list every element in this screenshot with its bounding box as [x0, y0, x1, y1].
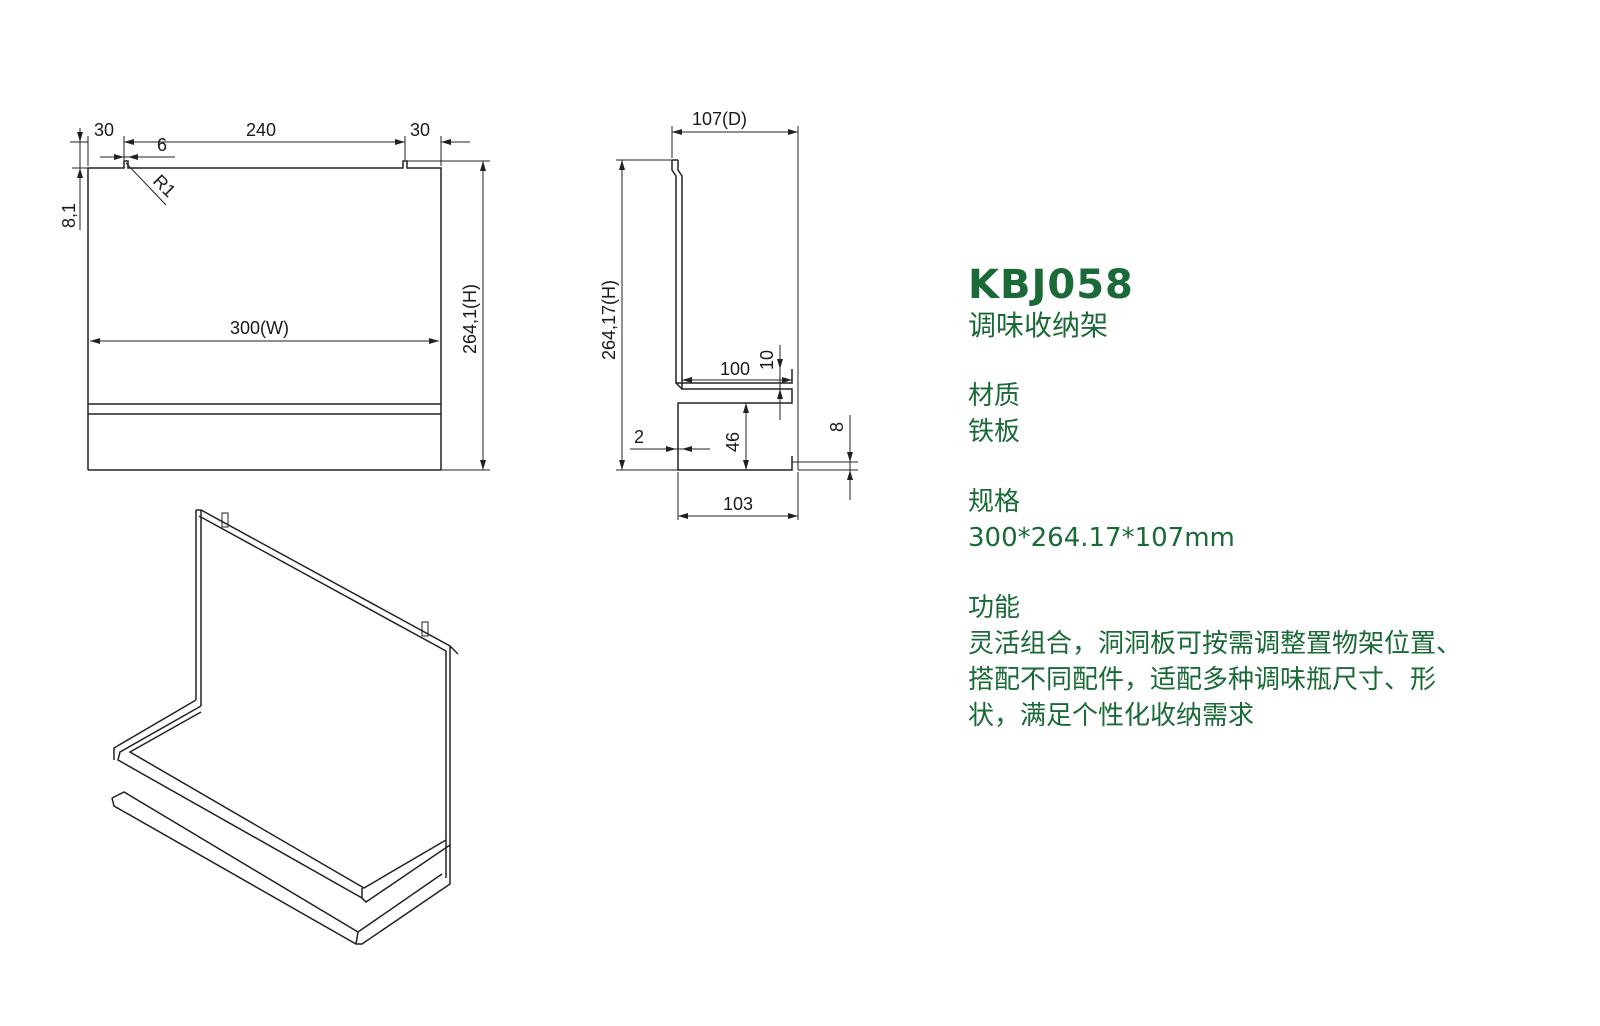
dim-hook-height: 8,1	[59, 203, 79, 228]
dim-top-right: 30	[410, 120, 430, 140]
dim-side-height: 264,17(H)	[599, 280, 619, 360]
dim-top-mid: 240	[246, 120, 276, 140]
function-line: 状，满足个性化收纳需求	[968, 701, 1255, 731]
size-label: 规格	[968, 487, 1021, 517]
front-view: 30 240 30 6 R1 8,1 300(W) 264,1(H)	[59, 120, 490, 471]
dim-foot: 8	[827, 422, 847, 432]
function-line: 搭配不同配件，适配多种调味瓶尺寸、形	[968, 665, 1437, 695]
size-value: 300*264.17*107mm	[968, 523, 1235, 553]
dim-base: 103	[723, 494, 753, 514]
material-value: 铁板	[968, 417, 1021, 447]
dim-gap: 46	[723, 432, 743, 452]
dim-hook-width: 6	[157, 135, 167, 155]
product-name: 调味收纳架	[968, 309, 1109, 342]
function-description: 灵活组合，洞洞板可按需调整置物架位置、 搭配不同配件，适配多种调味瓶尺寸、形 状…	[968, 626, 1508, 734]
function-label: 功能	[968, 593, 1021, 623]
dim-radius: R1	[149, 171, 179, 201]
function-line: 灵活组合，洞洞板可按需调整置物架位置、	[968, 629, 1463, 659]
side-view: 107(D) 264,17(H) 100 10 2 46 8	[599, 109, 858, 520]
dim-shelf-lip: 10	[757, 350, 777, 370]
dim-height: 264,1(H)	[460, 284, 480, 354]
product-code: KBJ058	[968, 262, 1134, 308]
dim-shelf-depth: 100	[720, 359, 750, 379]
dim-top-left: 30	[94, 120, 114, 140]
dim-thickness: 2	[634, 427, 644, 447]
isometric-view	[111, 509, 459, 945]
dim-depth: 107(D)	[692, 109, 747, 129]
product-info: KBJ058 调味收纳架 材质 铁板 规格 300*264.17*107mm 功…	[968, 262, 1508, 734]
dim-width: 300(W)	[230, 318, 289, 338]
material-label: 材质	[968, 381, 1021, 411]
